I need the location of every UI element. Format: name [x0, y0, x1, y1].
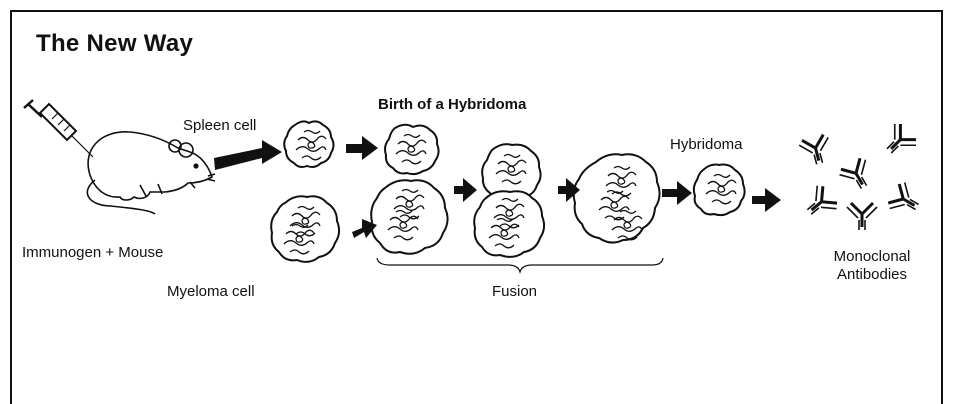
cell-icon-fusion-3 [574, 154, 660, 242]
cell-icon-myeloma [271, 196, 339, 262]
cell-icon-hybrid-top [385, 125, 439, 174]
cell-icon-hybridoma [694, 165, 745, 216]
cell-icon-spleen [284, 121, 333, 167]
brace-icon [377, 258, 663, 272]
syringe-icon [24, 100, 93, 157]
mouse-icon [87, 132, 215, 214]
cell-icon-fusing [371, 180, 447, 253]
antibody-icon [798, 121, 924, 230]
cell-icon-fusion-2 [474, 144, 544, 257]
